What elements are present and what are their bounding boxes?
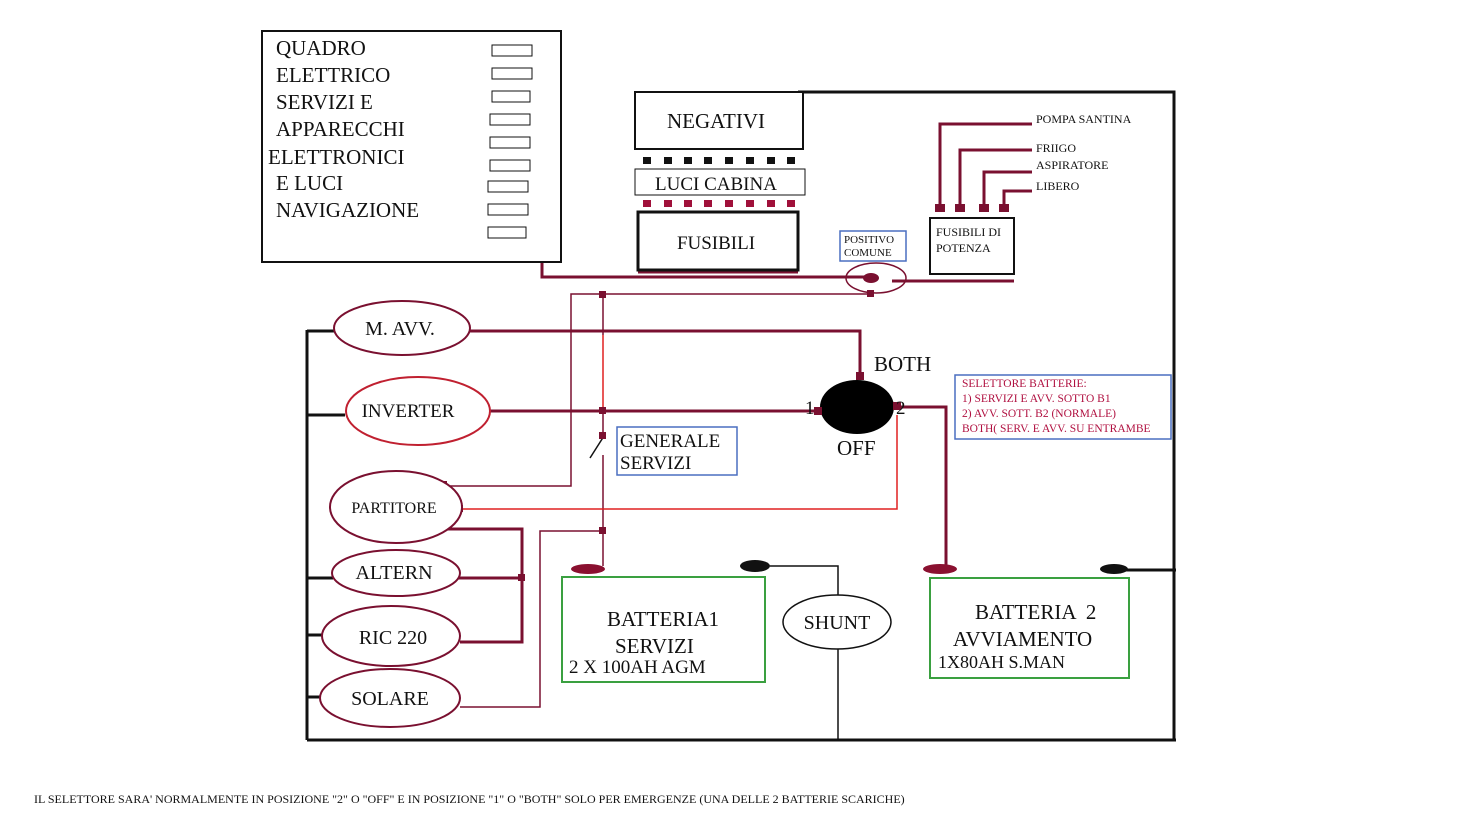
battery-1-positive-terminal [571,564,605,574]
fusibili-block: FUSIBILI [636,210,800,272]
negative-terminals [643,157,795,164]
partitore-label: PARTITORE [351,500,436,517]
selector-note-line4: BOTH( SERV. E AVV. SU ENTRAMBE [962,423,1151,435]
selector-note-line1: SELETTORE BATTERIE: [962,378,1087,390]
battery-2-negative-terminal [1100,564,1128,574]
generale-line1: GENERALE [620,431,720,452]
alternator: ALTERN [331,549,461,597]
red-wiring [460,335,898,510]
positivo-comune-line2: COMUNE [844,247,892,259]
generale-line2: SERVIZI [620,453,691,474]
power-fuses-line2: POTENZA [936,241,991,255]
selector-note-line3: 2) AVV. SOTT. B2 (NORMALE) [962,408,1116,420]
m-avv-label: M. AVV. [365,318,435,340]
battery-2-line2: AVVIAMENTO [953,627,1092,651]
luci-cabina-label: LUCI CABINA [655,174,777,195]
battery-2: BATTERIA 2 AVVIAMENTO 1X80AH S.MAN [923,564,1130,679]
load-pompa-santina: POMPA SANTINA [1036,112,1132,126]
battery-2-line1: BATTERIA 2 [975,600,1096,624]
panel-line-2: ELETTRICO [276,63,390,87]
shunt-label: SHUNT [804,612,871,634]
positivo-comune-line1: POSITIVO [844,234,894,246]
ric220-label: RIC 220 [359,627,427,649]
shunt-wiring [770,565,839,740]
selector-note: SELETTORE BATTERIE: 1) SERVIZI E AVV. SO… [954,374,1172,440]
luci-cabina: LUCI CABINA [634,168,806,196]
panel-line-6: E LUCI [276,171,343,195]
load-frigo: FRIIGO [1036,141,1076,155]
battery-1-negative-terminal [740,560,770,572]
inverter: INVERTER [345,376,491,446]
altern-label: ALTERN [355,562,432,584]
panel-line-7: NAVIGAZIONE [276,198,419,222]
fusibili-label: FUSIBILI [677,233,755,254]
solar: SOLARE [319,668,461,728]
inverter-label: INVERTER [362,401,455,422]
selector-pos2-label: 2 [896,398,906,419]
battery-2-line3: 1X80AH S.MAN [938,652,1065,672]
negativi-label: NEGATIVI [667,109,765,133]
selector-note-line2: 1) SERVIZI E AVV. SOTTO B1 [962,393,1111,405]
footnote: IL SELETTORE SARA' NORMALMENTE IN POSIZI… [34,792,905,806]
positive-wiring [432,122,1032,644]
partitore: PARTITORE [329,470,463,544]
positivo-comune: POSITIVO COMUNE [839,230,907,294]
main-services-switch-label: GENERALE SERVIZI [616,426,738,476]
battery-selector[interactable]: BOTH OFF 1 2 [805,352,931,460]
battery-1-line3: 2 X 100AH AGM [569,657,706,678]
load-libero: LIBERO [1036,179,1080,193]
electrical-panel: QUADRO ELETTRICO SERVIZI E APPARECCHI EL… [261,30,562,263]
power-fuses: FUSIBILI DI POTENZA POMPA SANTINA FRIIGO… [929,112,1132,275]
charger-220: RIC 220 [321,605,461,667]
thin-positive-wiring [448,293,871,708]
load-aspiratore: ASPIRATORE [1036,158,1108,172]
selector-both-label: BOTH [874,352,931,376]
battery-2-positive-terminal [923,564,957,574]
selector-off-label: OFF [837,436,876,460]
positivo-comune-terminal [845,262,907,294]
negative-wiring [305,90,1176,742]
panel-line-3: SERVIZI E [276,90,373,114]
fuse-terminals [643,200,795,207]
panel-line-1: QUADRO [276,36,366,60]
solare-label: SOLARE [351,688,429,710]
battery-1: BATTERIA1 SERVIZI 2 X 100AH AGM [561,560,770,683]
panel-breakers[interactable] [487,44,533,239]
panel-line-5: ELETTRONICI [268,145,404,169]
negativi-bus: NEGATIVI [634,91,804,150]
battery-1-line2: SERVIZI [615,634,694,658]
battery-1-line1: BATTERIA1 [607,607,719,631]
shunt: SHUNT [782,594,892,650]
power-fuses-line1: FUSIBILI DI [936,225,1001,239]
selector-pos1-label: 1 [805,398,815,419]
motor-starter: M. AVV. [333,300,471,356]
panel-line-4: APPARECCHI [276,117,405,141]
switch-blade[interactable] [589,435,605,459]
